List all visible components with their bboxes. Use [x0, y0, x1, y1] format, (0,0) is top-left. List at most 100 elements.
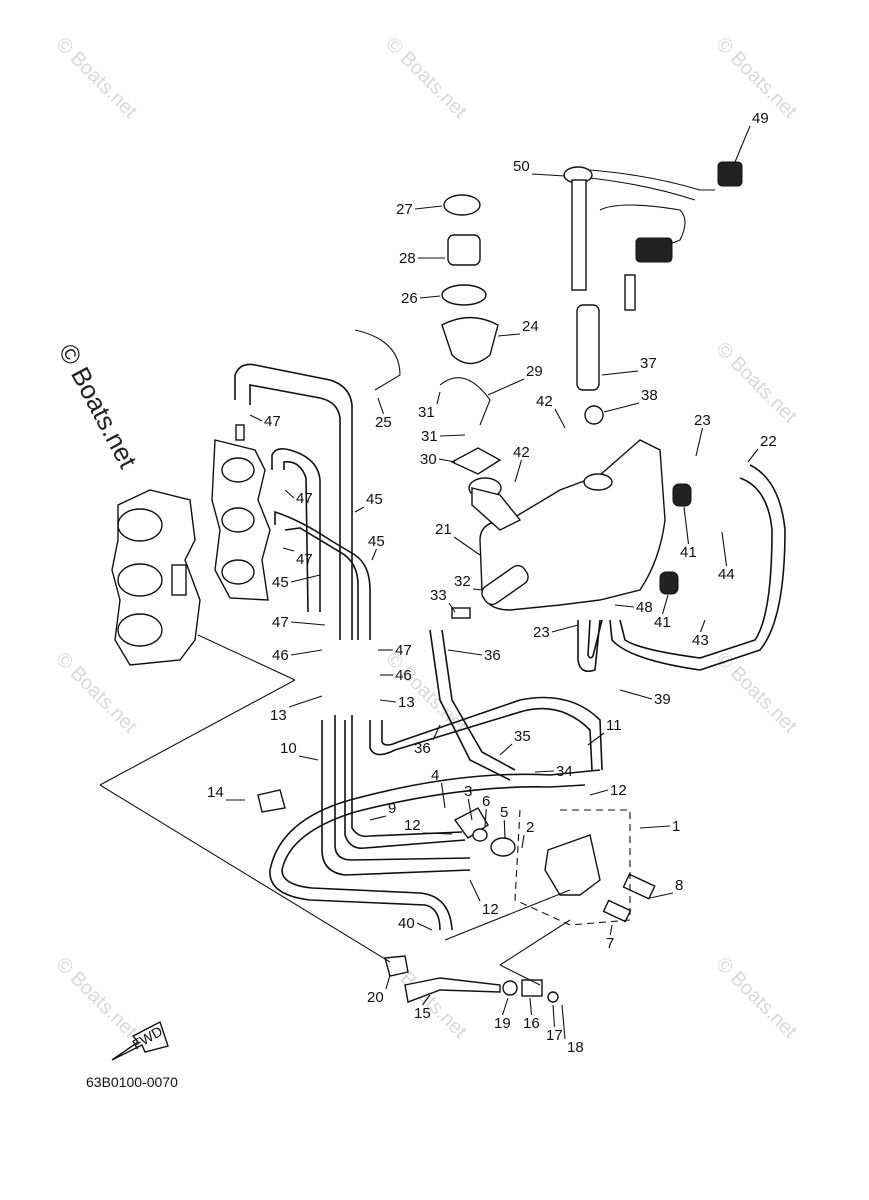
vapor-separator-tank [451, 439, 692, 619]
part-callout-29: 29 [487, 363, 543, 396]
part-number-17: 17 [546, 1027, 563, 1044]
part-callout-36a: 36 [447, 647, 501, 664]
leader-line-2 [521, 834, 525, 849]
leader-line-31b [439, 434, 466, 437]
part-callout-20: 20 [367, 974, 391, 1006]
part-number-5: 5 [500, 804, 508, 821]
leader-line-47b [284, 489, 295, 499]
leader-line-13b [379, 699, 397, 703]
part-number-12b: 12 [404, 817, 421, 834]
part-callout-11: 11 [587, 717, 622, 746]
leader-line-22 [747, 448, 759, 463]
leader-line-3 [467, 798, 473, 821]
part-number-46b: 46 [395, 667, 412, 684]
part-callout-23a: 23 [694, 412, 711, 457]
leader-line-17 [552, 1004, 556, 1028]
part-callout-12c: 12 [469, 879, 499, 918]
part-callout-45c: 45 [272, 574, 321, 591]
part-callout-26: 26 [401, 290, 441, 307]
part-number-49: 49 [752, 110, 769, 127]
leader-line-12c [469, 879, 481, 902]
leader-line-35 [499, 743, 513, 756]
part-number-10: 10 [280, 740, 297, 757]
part-number-36b: 36 [414, 740, 431, 757]
part-number-45c: 45 [272, 574, 289, 591]
leader-line-7 [609, 924, 613, 936]
leader-line-26 [419, 295, 441, 299]
fuel-sender-assembly [563, 161, 743, 425]
part-callout-35: 35 [499, 728, 531, 756]
part-callout-7: 7 [606, 924, 614, 952]
part-callout-36b: 36 [414, 724, 441, 757]
part-number-35: 35 [514, 728, 531, 745]
watermark-1: © Boats.net [51, 33, 141, 123]
part-number-12a: 12 [610, 782, 627, 799]
part-number-19: 19 [494, 1015, 511, 1032]
part-callout-47d: 47 [272, 614, 326, 631]
part-callout-45a: 45 [354, 491, 383, 513]
part-number-27: 27 [396, 201, 413, 218]
part-callout-14: 14 [207, 784, 245, 801]
part-callout-24: 24 [497, 318, 539, 337]
part-number-1: 1 [672, 818, 680, 835]
part-callout-41b: 41 [654, 594, 671, 631]
part-number-15: 15 [414, 1005, 431, 1022]
leader-line-39 [619, 689, 653, 700]
part-callout-50: 50 [513, 158, 566, 177]
part-number-2: 2 [526, 819, 534, 836]
part-callout-17: 17 [546, 1004, 563, 1044]
leader-line-29 [487, 378, 525, 396]
fuel-pump-assembly [257, 789, 656, 1003]
part-number-20: 20 [367, 989, 384, 1006]
part-number-47a: 47 [264, 413, 281, 430]
part-callout-23b: 23 [533, 624, 579, 641]
part-number-11: 11 [606, 717, 622, 734]
leader-line-33 [448, 602, 456, 613]
assembly-outlines [99, 634, 631, 986]
leader-line-47c [282, 547, 295, 552]
part-callout-3: 3 [464, 783, 473, 821]
leader-line-47a [249, 414, 263, 422]
watermark-6: © Boats.net [381, 648, 471, 738]
leader-line-9 [369, 815, 387, 821]
part-callout-9: 9 [369, 800, 396, 821]
watermark-2: © Boats.net [381, 33, 471, 123]
part-number-28: 28 [399, 250, 416, 267]
part-callout-45b: 45 [368, 533, 385, 561]
part-callout-38: 38 [603, 387, 658, 413]
leader-line-13a [288, 695, 323, 708]
part-number-8: 8 [675, 877, 683, 894]
part-number-50: 50 [513, 158, 530, 175]
leader-line-5 [503, 819, 506, 839]
part-callout-13a: 13 [270, 695, 323, 724]
leader-line-43 [699, 619, 706, 633]
part-callout-4: 4 [431, 767, 446, 809]
leader-line-38 [603, 402, 640, 413]
leader-line-46a [290, 649, 323, 656]
part-number-12c: 12 [482, 901, 499, 918]
leader-line-4 [440, 782, 446, 809]
part-number-16: 16 [523, 1015, 540, 1032]
part-callout-41a: 41 [680, 506, 697, 561]
part-callout-46b: 46 [380, 667, 412, 684]
part-number-6: 6 [482, 793, 490, 810]
leader-line-47d [290, 621, 326, 626]
part-number-3: 3 [464, 783, 472, 800]
part-number-13a: 13 [270, 707, 287, 724]
part-callout-27: 27 [396, 201, 443, 218]
part-number-23b: 23 [533, 624, 550, 641]
part-number-39: 39 [654, 691, 671, 708]
leader-line-11 [587, 732, 605, 746]
part-callout-43: 43 [692, 619, 709, 649]
part-number-41a: 41 [680, 544, 697, 561]
part-number-25: 25 [375, 414, 392, 431]
part-number-40: 40 [398, 915, 415, 932]
part-callout-21: 21 [435, 521, 481, 556]
part-callout-10: 10 [280, 740, 319, 761]
filler-cap-stack [354, 194, 502, 475]
part-callout-22: 22 [747, 433, 777, 463]
part-number-7: 7 [606, 935, 614, 952]
part-number-41b: 41 [654, 614, 671, 631]
leader-line-49 [734, 125, 751, 163]
carburetor-assembly [111, 424, 271, 666]
